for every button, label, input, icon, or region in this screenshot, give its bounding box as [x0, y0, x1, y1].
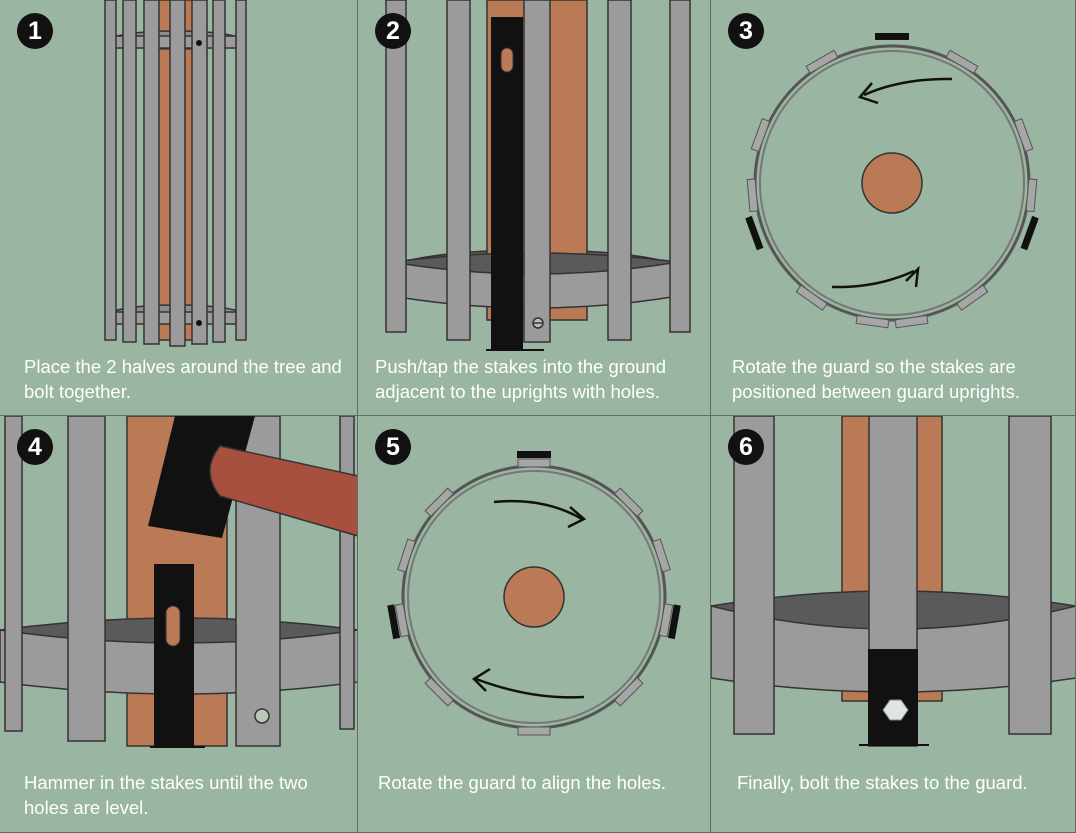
step-number-5: 5: [375, 429, 411, 465]
panel-step-6: 6 Finally, bolt the stakes to the guard.: [711, 416, 1076, 833]
step-2-illustration: [385, 0, 691, 351]
panel-step-1: 1 Place the 2 halves around the tree and…: [0, 0, 358, 416]
step-number-2: 2: [375, 13, 411, 49]
step-3-caption: Rotate the guard so the stakes are posit…: [732, 356, 1020, 402]
step-6-caption: Finally, bolt the stakes to the guard.: [737, 772, 1028, 793]
step-number-6: 6: [728, 429, 764, 465]
step-5-illustration: [387, 451, 681, 736]
step-3-illustration: [745, 33, 1039, 329]
step-1-illustration: [104, 0, 247, 347]
step-1-caption: Place the 2 halves around the tree and b…: [24, 356, 342, 402]
step-4-illustration: [0, 416, 357, 748]
step-number-4: 4: [17, 429, 53, 465]
step-number-1: 1: [17, 13, 53, 49]
panel-step-2: 2 Push/tap the stakes into the g: [358, 0, 711, 416]
step-4-caption: Hammer in the stakes until the two holes…: [24, 772, 308, 818]
step-6-illustration: [711, 416, 1075, 747]
step-number-3: 3: [728, 13, 764, 49]
panel-step-3: 3: [711, 0, 1076, 416]
step-2-caption: Push/tap the stakes into the ground adja…: [375, 356, 667, 402]
panel-step-4: 4 Hammer in the stakes until the two hol…: [0, 416, 358, 833]
step-5-caption: Rotate the guard to align the holes.: [378, 772, 666, 793]
panel-step-5: 5: [358, 416, 711, 833]
